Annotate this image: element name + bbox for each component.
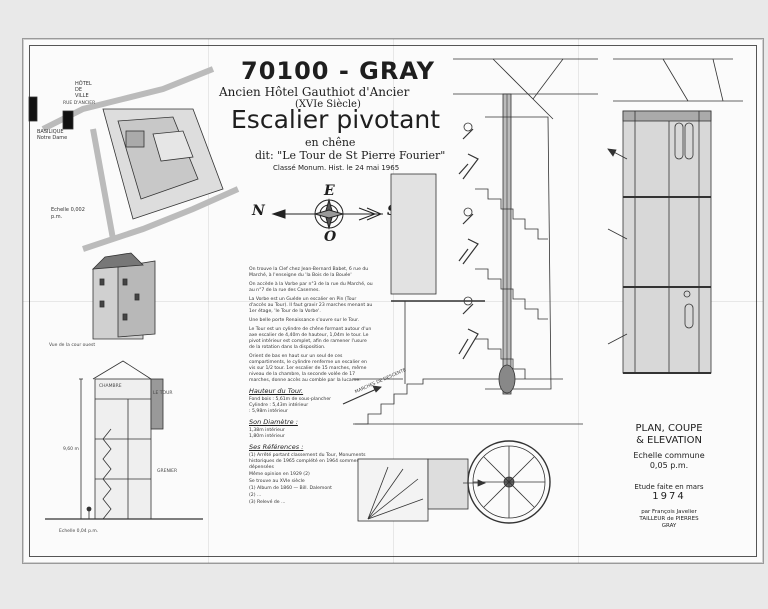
note-value: Fond bois : 5,61m de sous-plancher — [249, 397, 332, 402]
plan-author: par François Javelier TAILLEUR de PIERRE… — [621, 509, 717, 530]
plan-date-line: Etude faite en mars — [634, 483, 704, 491]
drawing-sheet: 70100 - GRAY Ancien Hôtel Gauthiot d'Anc… — [22, 38, 764, 564]
building-section — [45, 360, 203, 520]
title-classe: Classé Monum. Hist. le 24 mai 1965 — [273, 164, 400, 172]
map-scale-label: Echelle 0,002 p.m. — [51, 207, 85, 220]
title-hotel: Ancien Hôtel Gauthiot d'Ancier — [219, 85, 410, 99]
height-marker: 9,60 m — [63, 447, 79, 452]
fold-line — [208, 39, 209, 563]
note-paragraph: Orient de bas en haut sur un seul de ces… — [249, 354, 367, 383]
plan-author-line: TAILLEUR de PIERRES — [639, 516, 699, 522]
notes-heading-diametre: Son Diamètre : — [249, 418, 298, 426]
title-century: (XVIe Siècle) — [295, 99, 361, 110]
plan-author-line: par François Javelier — [641, 509, 697, 515]
note-value: Se trouve au XVIe siècle — [249, 479, 305, 484]
note-value: (3) Relevé de ... — [249, 500, 286, 505]
map-hotel-label: HÔTEL DE VILLE — [75, 81, 92, 99]
map-basilique-label: BASILIQUE Notre Dame — [37, 129, 68, 141]
fold-line — [578, 39, 579, 563]
compass-o: O — [324, 229, 337, 245]
note-value: (2) ... — [249, 493, 262, 498]
title-dit: dit: "Le Tour de St Pierre Fourier" — [255, 149, 446, 162]
plan-author-line: GRAY — [661, 523, 677, 529]
note-paragraph: Le Tour est un cylindre de chêne formant… — [249, 327, 372, 350]
notes-column: On trouve la Clef chez Jean-Bernard Babe… — [249, 267, 373, 507]
compass-rose — [271, 198, 383, 230]
compass-e: E — [324, 183, 335, 199]
note-paragraph: On accède à la Vorbe par n°3 de la rue d… — [249, 282, 373, 293]
title-city: 70100 - GRAY — [241, 57, 436, 85]
title-main: Escalier pivotant — [231, 105, 441, 134]
notes-heading-hauteur: Hauteur du Tour. — [249, 387, 304, 395]
plan-view — [357, 440, 551, 524]
house-sketch — [91, 252, 156, 340]
note-value: (1) Album de 1860 — Bill. Dalemont — [249, 486, 332, 491]
plan-scale-line: 0,05 p.m. — [649, 461, 689, 470]
label-tour: LE TOUR — [153, 391, 173, 396]
notes-heading-references: Ses Références : — [249, 443, 304, 451]
plan-date: Etude faite en mars 1974 — [621, 483, 717, 502]
section-scale: Echelle 0,04 p.m. — [59, 529, 99, 534]
plan-title-line: & ELEVATION — [636, 435, 702, 446]
plan-date-year: 1974 — [652, 491, 686, 502]
label-chambre: CHAMBRE — [99, 384, 122, 389]
map-rue-label: RUE D'ANCIER — [63, 101, 96, 106]
note-value: 1,38m intérieur — [249, 428, 285, 433]
tower-elevation — [607, 58, 743, 374]
plan-title-line: PLAN, COUPE — [635, 423, 703, 434]
figure-label: Vue de la cour ouest — [49, 343, 96, 348]
note-paragraph: Une belle porte Renaissance s'ouvre sur … — [249, 318, 360, 323]
note-paragraph: On trouve la Clef chez Jean-Bernard Babe… — [249, 267, 369, 278]
title-material: en chêne — [305, 136, 356, 149]
note-paragraph: La Vorbe est un Guéde un escalier en Pin… — [249, 297, 373, 314]
note-value: 1,80m intérieur — [249, 434, 285, 439]
plan-scale: Echelle commune 0,05 p.m. — [621, 451, 717, 471]
note-value: (1) Arrêté portant classement du Tour, M… — [249, 453, 366, 470]
site-map — [28, 66, 240, 252]
note-value: Cylindre : 5,43m intérieur — [249, 403, 309, 408]
drawing-frame — [29, 45, 757, 557]
note-value: : 5,98m intérieur — [249, 409, 288, 414]
label-grenier: GRENIER — [157, 469, 178, 474]
compass-n: N — [252, 203, 265, 219]
plan-scale-line: Echelle commune — [633, 451, 705, 460]
note-value: Même opinion en 1929 (2) — [249, 472, 310, 477]
staircase-section — [342, 58, 598, 425]
plan-title: PLAN, COUPE & ELEVATION — [621, 423, 717, 447]
